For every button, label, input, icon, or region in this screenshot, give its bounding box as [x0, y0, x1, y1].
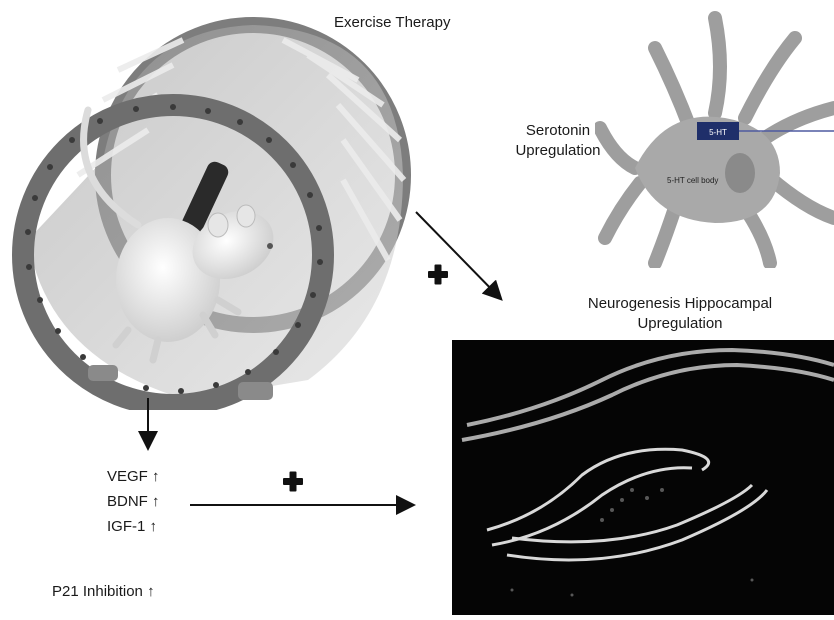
- factor-vegf: VEGF ↑: [107, 467, 160, 487]
- neurogenesis-label: Neurogenesis Hippocampal Upregulation: [530, 294, 830, 334]
- arrow-wheel-to-neurogenesis: [416, 212, 500, 298]
- plus-icon: [428, 265, 448, 285]
- plus-icon: [283, 472, 303, 492]
- neuron-illustration: 5-HT 5-HT cell body: [595, 8, 834, 268]
- neurogenesis-label-line1: Neurogenesis Hippocampal: [530, 294, 830, 314]
- exercise-therapy-title: Exercise Therapy: [334, 13, 450, 33]
- serotonin-label-line2: Upregulation: [498, 141, 618, 161]
- neurogenesis-label-line2: Upregulation: [530, 314, 830, 334]
- serotonin-label-line1: Serotonin: [498, 121, 618, 141]
- rat-exercise-wheel-illustration: [8, 10, 418, 410]
- serotonin-label: Serotonin Upregulation: [498, 121, 618, 161]
- factor-igf1: IGF-1 ↑: [107, 517, 157, 537]
- receptor-label: 5-HT: [709, 128, 727, 137]
- p21-inhibition-label: P21 Inhibition ↑: [52, 582, 155, 602]
- factor-bdnf: BDNF ↑: [107, 492, 160, 512]
- cell-body-label: 5-HT cell body: [667, 176, 718, 185]
- hippocampus-micrograph: [452, 340, 834, 615]
